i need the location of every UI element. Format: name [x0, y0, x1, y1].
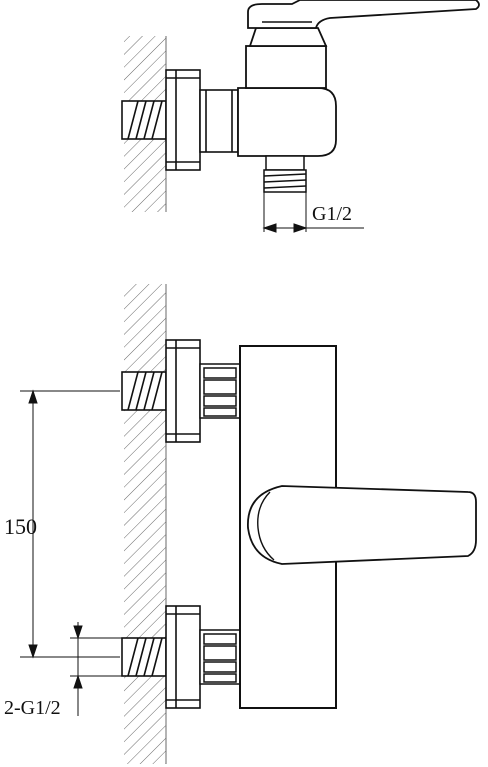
center-distance-label: 150: [4, 514, 37, 539]
thread-dimension-bottom: [70, 622, 122, 716]
lever-handle-front: [247, 485, 477, 565]
flange-top: [165, 69, 201, 171]
nut-lower: [199, 629, 241, 685]
nut-top: [199, 89, 239, 153]
center-distance-dimension: [20, 389, 120, 659]
cartridge-housing: [245, 45, 327, 89]
front-view: 150 2-G1/2: [4, 284, 477, 764]
thread-dimension-top: [262, 192, 364, 233]
nut-upper: [199, 363, 241, 419]
outlet-spigot: [263, 155, 307, 193]
thread-label-top: G1/2: [312, 203, 352, 225]
lever-handle-side: [247, 0, 480, 29]
side-view: G1/2: [121, 0, 480, 233]
thread-label-bottom: 2-G1/2: [4, 697, 61, 719]
mixer-body-side: [237, 87, 337, 157]
handle-base-side: [248, 27, 328, 47]
wall-pipe-lower: [121, 637, 167, 677]
wall-section-bottom: [124, 284, 166, 764]
wall-pipe-upper: [121, 371, 167, 411]
flange-lower: [165, 605, 201, 709]
flange-upper: [165, 339, 201, 443]
wall-pipe-top: [121, 100, 167, 140]
